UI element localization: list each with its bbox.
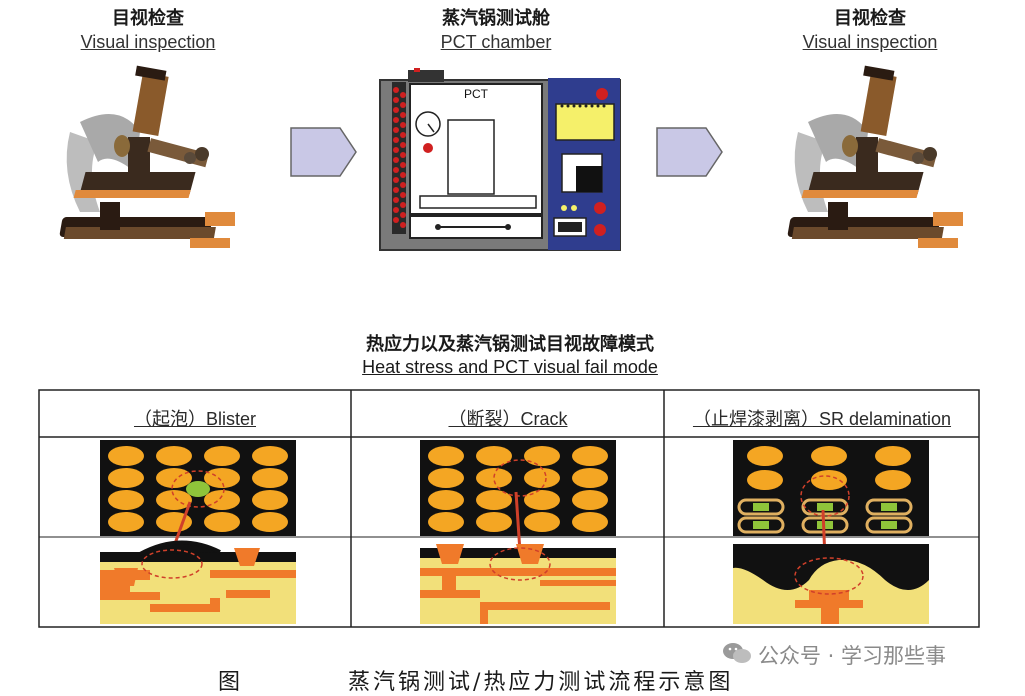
sr-delamination-illustration (733, 440, 929, 624)
watermark-text: 公众号 · 学习那些事 (758, 644, 947, 668)
crack-illustration (420, 440, 616, 624)
section-en-title: Heat stress and PCT visual fail mode (362, 357, 658, 377)
flow-arrow-icon (656, 127, 723, 177)
step2-en-title: PCT chamber (440, 32, 552, 52)
panel-heading-blister: （起泡）Blister (133, 409, 256, 429)
step3-en-title: Visual inspection (802, 32, 938, 52)
step1-en-title: Visual inspection (80, 32, 216, 52)
pct-chamber-icon: PCT (379, 68, 621, 251)
caption-text: 蒸汽锅测试/热应力测试流程示意图 (348, 670, 734, 695)
microscope-icon (59, 65, 235, 248)
microscope-icon (787, 65, 963, 248)
flow-arrow-icon (290, 127, 357, 177)
step1-zh-title: 目视检查 (112, 8, 184, 29)
wechat-icon (723, 643, 751, 663)
caption-label: 图 (218, 670, 244, 695)
step2-zh-title: 蒸汽锅测试舱 (442, 8, 550, 29)
blister-illustration (100, 440, 296, 624)
panel-heading-sr-delamination: （止焊漆剥离）SR delamination (692, 409, 952, 429)
pct-label: PCT (464, 87, 489, 101)
step3-zh-title: 目视检查 (834, 8, 906, 29)
panel-heading-crack: （断裂）Crack (448, 409, 568, 429)
section-zh-title: 热应力以及蒸汽锅测试目视故障模式 (366, 334, 654, 355)
